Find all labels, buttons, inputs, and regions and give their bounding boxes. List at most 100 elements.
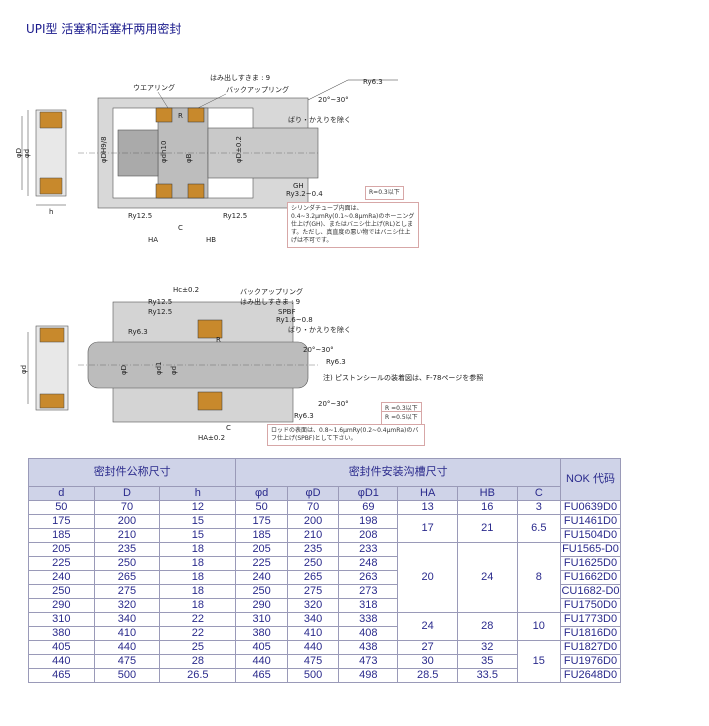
cell-phi-D: 70 (286, 500, 340, 515)
table-row: 225 250 18 225 250 248 FU1625D0 (28, 556, 621, 571)
cell-code: CU1682-D0 (560, 584, 621, 599)
table-row: 175 200 15 175 200 198 17 21 6.5 FU1461D… (28, 514, 621, 543)
cell-code: FU1976D0 (560, 654, 621, 669)
label-phi-d: φd (23, 149, 31, 158)
cell-ha: 28.5 (397, 668, 458, 683)
cell-phi-d: 250 (235, 584, 288, 599)
cell-d: 290 (28, 598, 95, 613)
cell-phi-D1: 69 (338, 500, 399, 515)
cell-h: 12 (159, 500, 237, 515)
col-header-ha: HA (397, 486, 458, 501)
table-row: 465 500 26.5 465 500 498 28.5 33.5 FU264… (28, 668, 621, 683)
cell-h: 15 (159, 528, 237, 543)
label-ry32: Ry3.2~0.4 (286, 190, 323, 198)
group-header-nok: NOK 代码 (560, 458, 621, 501)
cell-c: 3 (516, 500, 562, 515)
label2-ry16: Ry1.6~0.8 (276, 316, 313, 324)
cell-d: 225 (28, 556, 95, 571)
cell-h: 18 (159, 598, 237, 613)
cell-D: 265 (93, 570, 161, 585)
cell-phi-D: 500 (286, 668, 340, 683)
label-wear-ring: ウエアリング (133, 83, 175, 92)
cell-D: 250 (93, 556, 161, 571)
spec-table: 密封件公称尺寸 密封件安装沟槽尺寸 NOK 代码 d D h φd φD φD1… (27, 458, 621, 683)
cell-phi-D1: 408 (338, 626, 399, 641)
cell-code: FU1773D0 (560, 612, 621, 627)
cell-ha: 17 (397, 514, 458, 543)
label-phi-DH9: φDH9/8 (100, 136, 108, 163)
table-row: 205 235 18 205 235 233 20 24 8 FU1565-D0 (28, 542, 621, 613)
cell-ha: 27 (397, 640, 458, 655)
cell-h: 18 (159, 584, 237, 599)
label2-hd: HA±0.2 (198, 434, 225, 442)
label2-phi-d2: φd (170, 366, 178, 375)
table-row: 310 340 22 310 340 338 24 28 10 FU1773D0 (28, 612, 621, 641)
cell-code: FU1827D0 (560, 640, 621, 655)
col-header-phi-D1: φD1 (338, 486, 399, 501)
r-note: R=0.3以下 (365, 186, 404, 200)
cell-phi-D: 410 (286, 626, 340, 641)
honing-note: シリンダチューブ内面は、0.4~3.2μmRy(0.1~0.8μmRa)のホーニ… (287, 202, 419, 248)
cell-c: 15 (516, 640, 562, 683)
cell-hb: 24 (456, 542, 518, 613)
label-extrusion-gap: はみ出しすきま : 9 (210, 73, 270, 82)
cell-d: 440 (28, 654, 95, 669)
cell-d: 175 (28, 514, 95, 529)
cell-code: FU1461D0 (560, 514, 621, 529)
label-phi-D-tol: φD±0.2 (235, 136, 243, 163)
cell-code: FU2648D0 (560, 668, 621, 683)
cell-phi-D1: 498 (338, 668, 399, 683)
col-header-D: D (93, 486, 161, 501)
label2-hc: Hc±0.2 (173, 286, 199, 294)
label-burr: ばり・かえりを除く (288, 115, 351, 124)
cell-h: 26.5 (159, 668, 237, 683)
label-gh: GH (293, 182, 304, 190)
cell-D: 210 (93, 528, 161, 543)
cell-ha: 24 (397, 612, 458, 641)
cell-D: 340 (93, 612, 161, 627)
r-note-2: R =0.5以下 (381, 411, 422, 425)
label2-piston-note: 注) ピストンシールの装着図は、F-78ページを参照 (323, 373, 483, 382)
cell-ha: 30 (397, 654, 458, 669)
cell-phi-D: 475 (286, 654, 340, 669)
label2-ry63: Ry6.3 (128, 328, 148, 336)
label2-backup-ring: バックアップリング (240, 287, 303, 296)
label2-r: R (216, 336, 221, 344)
cell-phi-d: 225 (235, 556, 288, 571)
label-ry125-b: Ry12.5 (223, 212, 247, 220)
cell-hb: 16 (456, 500, 518, 515)
label-c: C (178, 224, 183, 232)
cell-phi-d: 440 (235, 654, 288, 669)
cell-code: FU1565-D0 (560, 542, 621, 557)
label2-ry63b: Ry6.3 (326, 358, 346, 366)
cell-phi-d: 405 (235, 640, 288, 655)
label2-angle2: 20°~30° (318, 400, 349, 408)
cell-hb: 33.5 (456, 668, 518, 683)
cell-h: 28 (159, 654, 237, 669)
cell-phi-D1: 263 (338, 570, 399, 585)
cell-code: FU0639D0 (560, 500, 621, 515)
label-roughness: Ry6.3 (363, 78, 383, 86)
cell-phi-D: 210 (286, 528, 340, 543)
cell-phi-D1: 438 (338, 640, 399, 655)
rod-note: ロッドの表面は、0.8~1.6μmRy(0.2~0.4μmRa)のバフ仕上げ(S… (267, 424, 425, 446)
cell-h: 18 (159, 542, 237, 557)
label2-c: C (226, 424, 231, 432)
cell-h: 22 (159, 626, 237, 641)
cell-D: 235 (93, 542, 161, 557)
label-ry125-a: Ry12.5 (128, 212, 152, 220)
cell-ha: 13 (397, 500, 458, 515)
cell-ha: 20 (397, 542, 458, 613)
cell-d: 465 (28, 668, 95, 683)
cell-hb: 21 (456, 514, 518, 543)
cell-c: 6.5 (516, 514, 562, 543)
label-hb: HB (206, 236, 216, 244)
cell-code: FU1750D0 (560, 598, 621, 613)
cell-d: 50 (28, 500, 95, 515)
cell-d: 250 (28, 584, 95, 599)
cell-hb: 35 (456, 654, 518, 669)
cell-hb: 28 (456, 612, 518, 641)
label-ha: HA (148, 236, 158, 244)
cell-d: 380 (28, 626, 95, 641)
cell-phi-D: 265 (286, 570, 340, 585)
